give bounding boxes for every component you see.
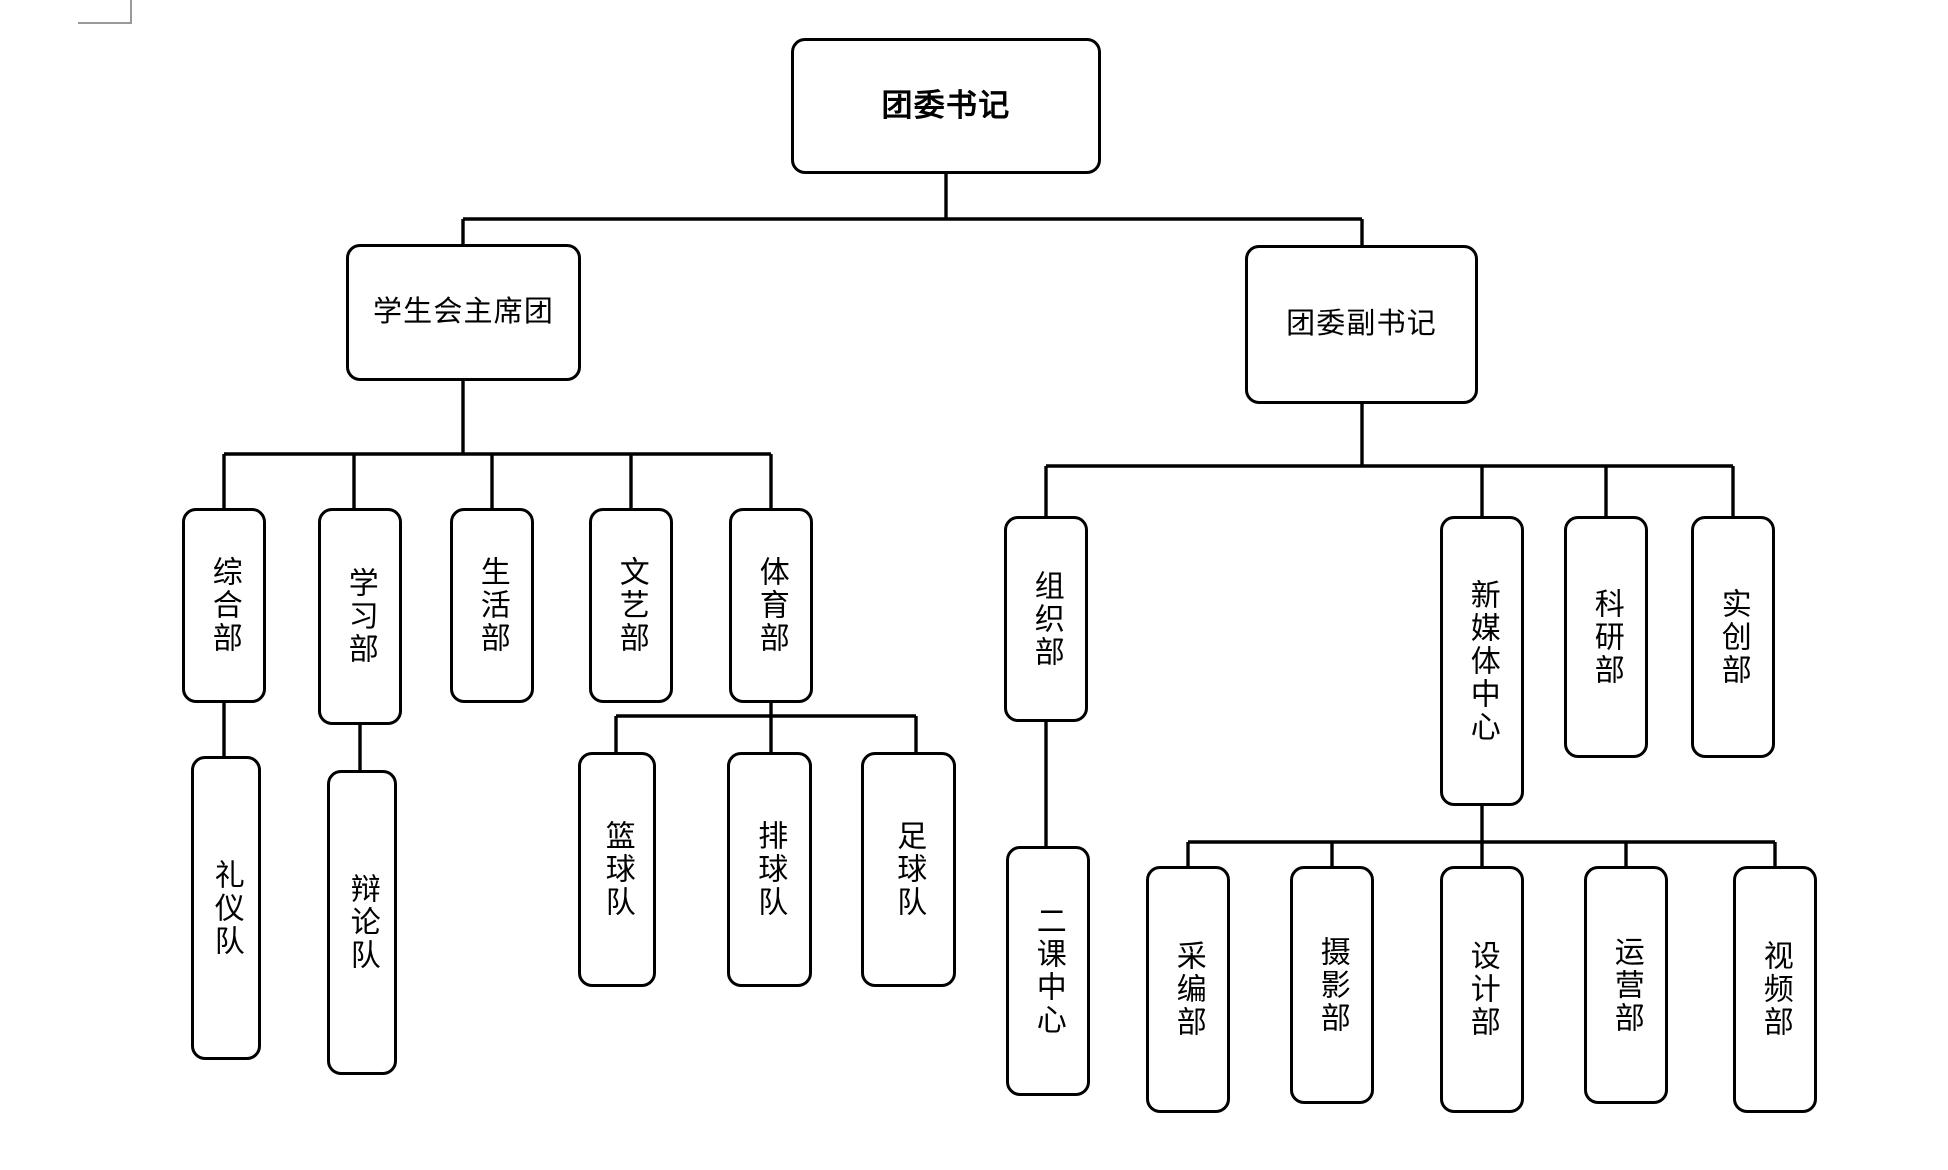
node-label: 采编部	[1171, 940, 1205, 1039]
node-label: 运营部	[1609, 935, 1643, 1035]
page-corner-mark	[78, 0, 132, 24]
node-basketball-team[interactable]: 篮球队	[578, 752, 656, 987]
node-sports-department[interactable]: 体育部	[729, 508, 813, 703]
node-deputy-secretary[interactable]: 团委副书记	[1245, 245, 1478, 404]
node-label: 团委副书记	[1286, 308, 1437, 341]
node-label: 学生会主席团	[373, 296, 554, 329]
node-volleyball-team[interactable]: 排球队	[727, 752, 812, 987]
node-label: 新媒体中心	[1465, 578, 1499, 744]
node-root-secretary[interactable]: 团委书记	[791, 38, 1101, 174]
node-arts-department[interactable]: 文艺部	[589, 508, 673, 703]
node-label: 实创部	[1716, 587, 1750, 687]
node-label: 摄影部	[1315, 935, 1349, 1035]
node-study-department[interactable]: 学习部	[318, 508, 402, 725]
node-label: 设计部	[1465, 940, 1499, 1039]
node-label: 体育部	[754, 556, 788, 655]
node-second-classroom-center[interactable]: 二课中心	[1006, 846, 1090, 1096]
node-general-affairs-department[interactable]: 综合部	[182, 508, 266, 703]
node-label: 足球队	[892, 820, 926, 919]
node-life-department[interactable]: 生活部	[450, 508, 534, 703]
node-student-union-presidium[interactable]: 学生会主席团	[346, 244, 581, 381]
node-label: 科研部	[1589, 587, 1623, 687]
node-debate-team[interactable]: 辩论队	[327, 770, 397, 1075]
node-research-department[interactable]: 科研部	[1564, 516, 1648, 758]
node-label: 文艺部	[614, 556, 648, 655]
node-editorial-department[interactable]: 采编部	[1146, 866, 1230, 1113]
node-label: 视频部	[1758, 940, 1792, 1039]
node-etiquette-team[interactable]: 礼仪队	[191, 756, 261, 1060]
node-label: 生活部	[475, 556, 509, 655]
node-label: 学习部	[343, 567, 377, 666]
node-label: 团委书记	[881, 87, 1011, 123]
node-operations-department[interactable]: 运营部	[1584, 866, 1668, 1104]
node-new-media-center[interactable]: 新媒体中心	[1440, 516, 1524, 806]
node-label: 二课中心	[1031, 905, 1065, 1037]
node-label: 辩论队	[345, 873, 379, 972]
node-label: 排球队	[753, 820, 787, 919]
node-video-department[interactable]: 视频部	[1733, 866, 1817, 1113]
node-label: 篮球队	[600, 820, 634, 919]
node-design-department[interactable]: 设计部	[1440, 866, 1524, 1113]
node-football-team[interactable]: 足球队	[861, 752, 956, 987]
node-photography-department[interactable]: 摄影部	[1290, 866, 1374, 1104]
node-innovation-department[interactable]: 实创部	[1691, 516, 1775, 758]
node-label: 组织部	[1029, 569, 1063, 669]
node-organization-department[interactable]: 组织部	[1004, 516, 1088, 722]
node-label: 综合部	[207, 556, 241, 655]
node-label: 礼仪队	[209, 858, 243, 958]
